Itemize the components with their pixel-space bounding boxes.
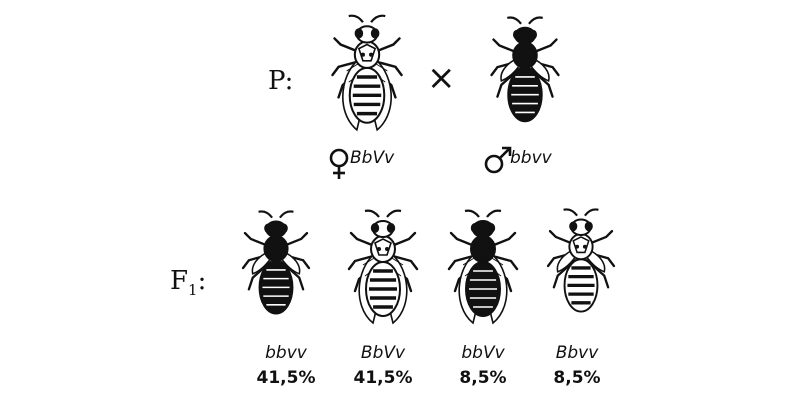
f1-label-sub: 1 [188,281,198,300]
offspring-3-genotype: bbVv [461,343,505,363]
f1-label-main: F [170,266,189,296]
parental-label: P: [268,66,294,96]
offspring-fly-2 [347,209,419,325]
offspring-fly-4 [546,208,616,313]
offspring-1-percent: 41,5% [256,368,316,388]
cross-symbol: × [427,58,456,98]
parent-female-fly [331,14,403,132]
offspring-2-percent: 41,5% [353,368,413,388]
offspring-fly-3 [447,209,519,325]
f1-label: F1: [170,266,206,299]
male-sign-icon [484,146,512,174]
offspring-fly-1 [241,210,311,315]
offspring-4-genotype: Bbvv [555,343,599,363]
parent-male-fly [490,16,560,123]
offspring-2-genotype: BbVv [360,343,406,363]
offspring-1-genotype: bbvv [265,343,307,363]
female-parent-genotype: BbVv [350,148,395,168]
f1-label-colon: : [197,266,207,296]
offspring-4-percent: 8,5% [553,368,601,388]
offspring-3-percent: 8,5% [459,368,507,388]
male-parent-genotype: bbvv [510,148,552,168]
female-sign-icon [329,148,349,179]
